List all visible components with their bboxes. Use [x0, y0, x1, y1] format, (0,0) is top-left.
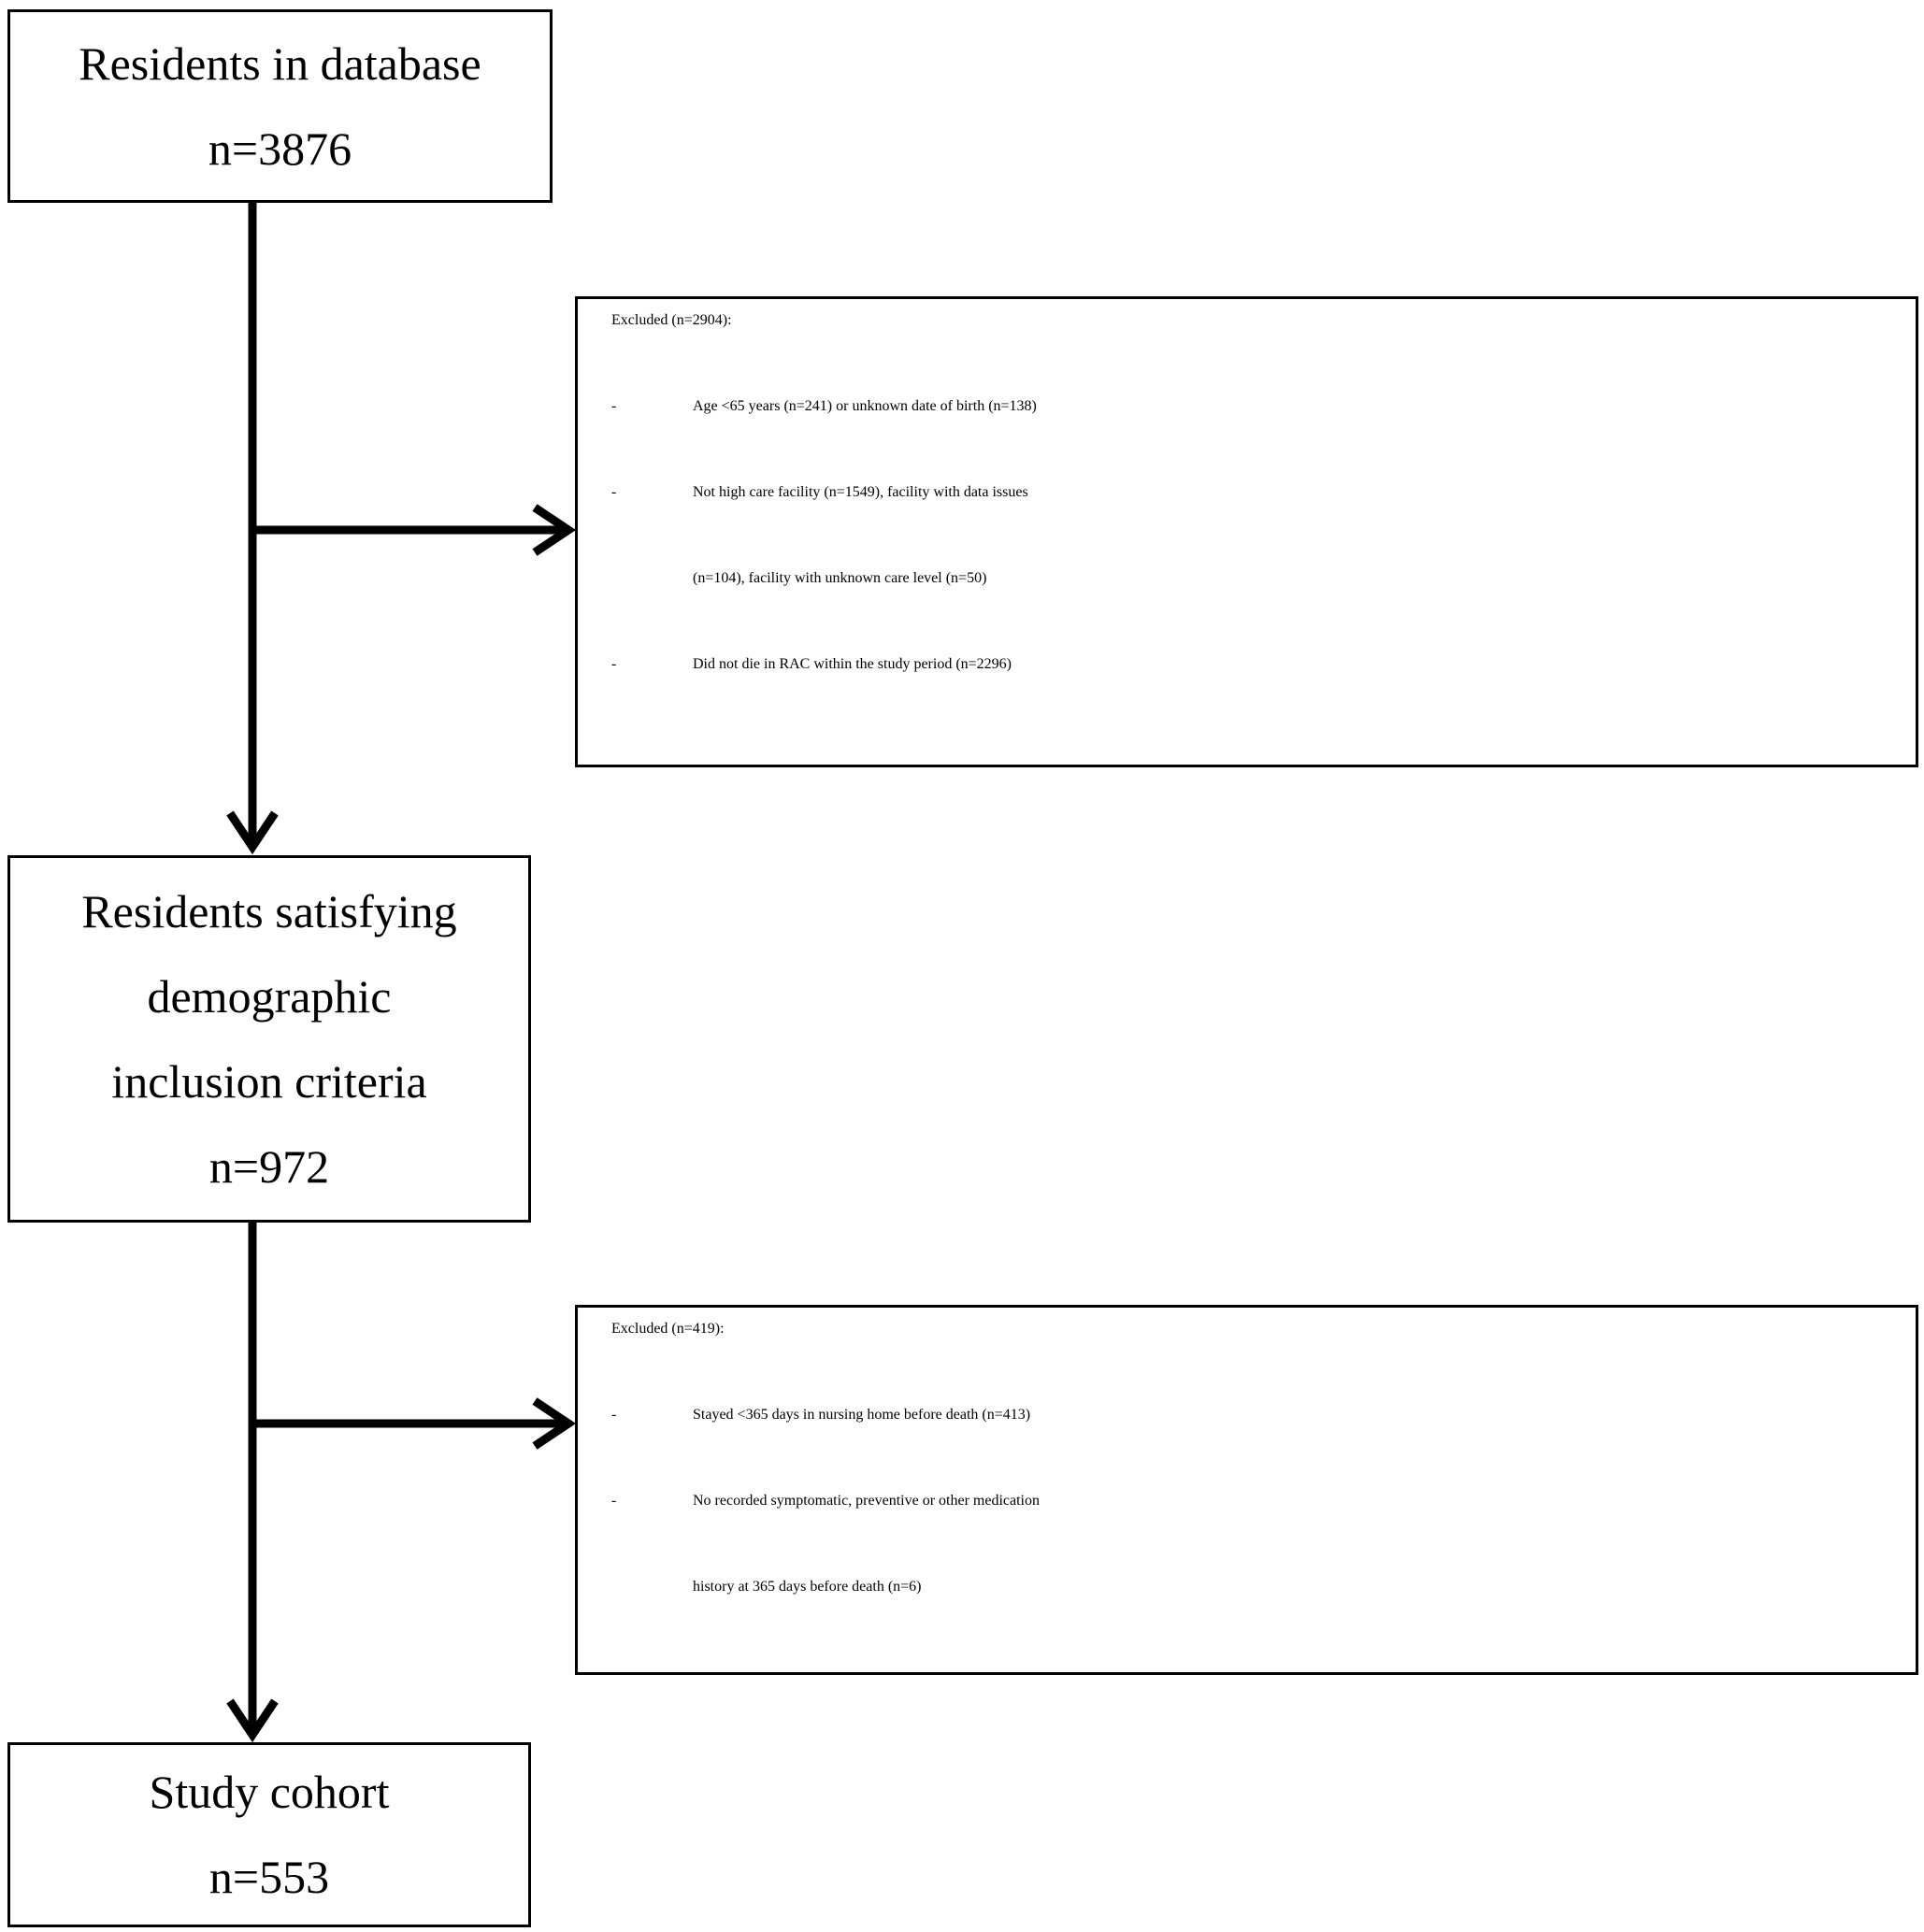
exclusion-2-item-text: Stayed <365 days in nursing home before …	[693, 1407, 1031, 1423]
demographic-inclusion-box: Residents satisfying demographic inclusi…	[7, 855, 531, 1223]
demographic-line-3: inclusion criteria	[111, 1054, 427, 1108]
arrowhead-right-2	[532, 1397, 577, 1450]
bullet-dash: -	[611, 484, 617, 500]
arrowhead-down-1	[226, 810, 279, 855]
bullet-dash: -	[611, 398, 617, 414]
exclusion-2-header: Excluded (n=419):	[611, 1321, 725, 1337]
exclusion-1-item-text: Did not die in RAC within the study peri…	[693, 656, 1012, 672]
cohort-count: n=553	[208, 1851, 330, 1903]
demographic-line-2: demographic	[147, 969, 392, 1023]
study-cohort-box: Study cohort n=553	[7, 1742, 531, 1927]
exclusion-1-continuation-text: (n=104), facility with unknown care leve…	[693, 570, 987, 586]
exclusion-2-continuation-text: history at 365 days before death (n=6)	[693, 1579, 922, 1595]
database-label: Residents in database	[79, 36, 481, 90]
demographic-count: n=972	[208, 1139, 330, 1193]
bullet-dash: -	[611, 656, 617, 672]
bullet-dash: -	[611, 1493, 617, 1509]
exclusion-box-2: Excluded (n=419): - Stayed <365 days in …	[575, 1305, 1918, 1675]
exclusion-box-1: Excluded (n=2904): - Age <65 years (n=24…	[575, 296, 1918, 767]
exclusion-2-item-text: No recorded symptomatic, preventive or o…	[693, 1493, 1040, 1509]
demographic-line-1: Residents satisfying	[81, 884, 457, 937]
exclusion-1-header: Excluded (n=2904):	[611, 312, 732, 328]
cohort-label: Study cohort	[149, 1766, 390, 1818]
arrowhead-right-1	[532, 504, 577, 556]
arrowhead-down-2	[226, 1698, 279, 1743]
exclusion-1-item-text: Not high care facility (n=1549), facilit…	[693, 484, 1028, 500]
database-count: n=3876	[208, 122, 352, 175]
bullet-dash: -	[611, 1407, 617, 1423]
exclusion-1-item-text: Age <65 years (n=241) or unknown date of…	[693, 398, 1037, 414]
residents-in-database-box: Residents in database n=3876	[7, 9, 553, 203]
